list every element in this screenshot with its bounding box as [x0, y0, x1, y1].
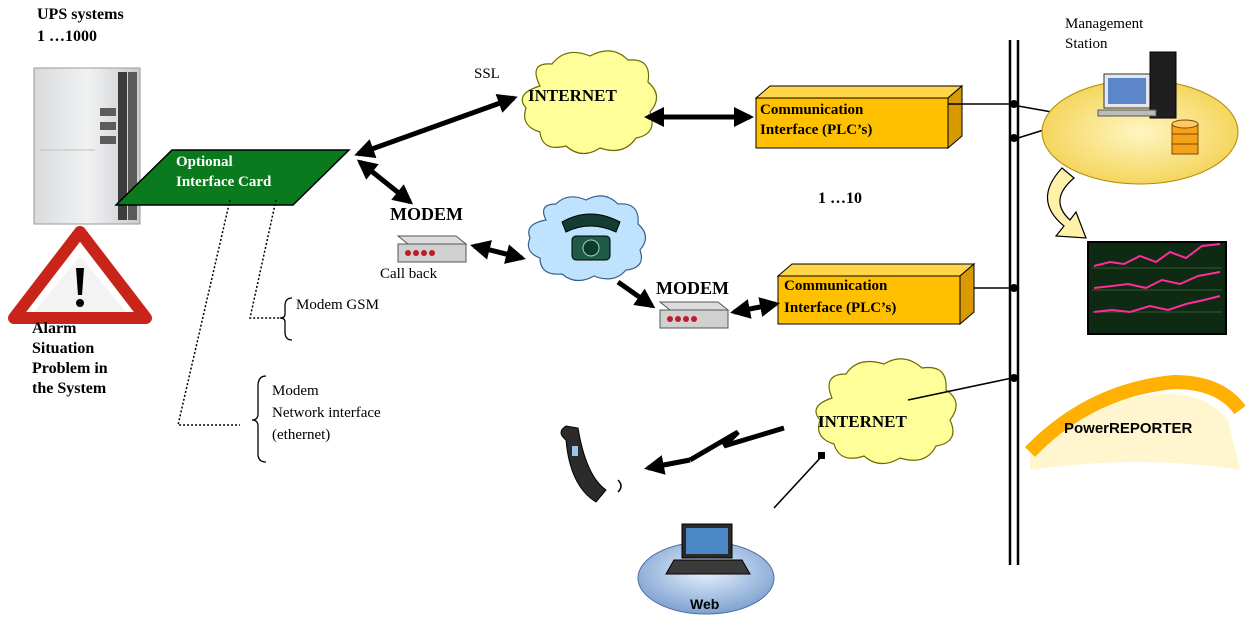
ssl-label: SSL: [474, 66, 500, 82]
connection-arrows: [354, 93, 780, 475]
mobile-phone-icon: [560, 425, 622, 503]
internet-bottom-label: INTERNET: [818, 412, 907, 431]
interface-card-shape: [114, 149, 351, 206]
alarm-line3: Problem in: [32, 360, 108, 377]
alarm-line4: the System: [32, 380, 107, 397]
warning-triangle-icon: [8, 226, 152, 324]
network-line3: (ethernet): [272, 427, 331, 443]
network-line2: Network interface: [272, 405, 381, 421]
plc-count: 1 …10: [818, 190, 862, 207]
bus-junctions: [818, 100, 1018, 459]
internet-top-label: INTERNET: [528, 86, 617, 105]
network-line1: Modem: [272, 383, 319, 399]
ups-count: 1 …1000: [37, 28, 97, 45]
powerreporter-logo: [1024, 374, 1245, 470]
interface-card-line1: Optional: [176, 154, 233, 170]
plc-top-line1: Communication: [760, 102, 864, 118]
modem-device-icon: [658, 301, 730, 329]
management-line1: Management: [1065, 16, 1144, 32]
plc-box-top: [754, 84, 964, 150]
lightning-bolt-icon: [688, 425, 785, 463]
modem-left-caption: Call back: [380, 266, 438, 282]
plc-bottom-line2: Interface (PLC’s): [784, 300, 897, 316]
computer-tower-icon: [1097, 51, 1177, 119]
alarm-line2: Situation: [32, 340, 95, 357]
management-line2: Station: [1065, 36, 1108, 52]
interface-card-line2: Interface Card: [176, 174, 272, 190]
modem-device-icon: [396, 235, 468, 263]
modem-right-label: MODEM: [656, 278, 729, 298]
plc-box-bottom: [776, 262, 976, 326]
chart-screen-icon: [1087, 241, 1227, 335]
dotted-connection-lines: [177, 199, 284, 426]
modem-left-label: MODEM: [390, 204, 463, 224]
plc-top-line2: Interface (PLC’s): [760, 122, 873, 138]
database-icon: [1171, 119, 1199, 155]
network-bus: [773, 40, 1053, 565]
laptop-icon: [637, 523, 775, 615]
modem-gsm-label: Modem GSM: [296, 297, 379, 313]
internet-cloud-top: [521, 50, 658, 155]
brace-icons: [251, 297, 293, 463]
alarm-line1: Alarm: [32, 320, 77, 337]
telephone-icon: [561, 213, 621, 261]
report-arrow: [1046, 167, 1087, 239]
internet-cloud-bottom: [815, 358, 957, 465]
powerreporter-label: PowerREPORTER: [1064, 420, 1193, 437]
ups-cabinet-icon: [33, 67, 141, 225]
web-label: Web: [690, 596, 720, 612]
ups-title: UPS systems: [37, 6, 124, 23]
plc-bottom-line1: Communication: [784, 278, 888, 294]
